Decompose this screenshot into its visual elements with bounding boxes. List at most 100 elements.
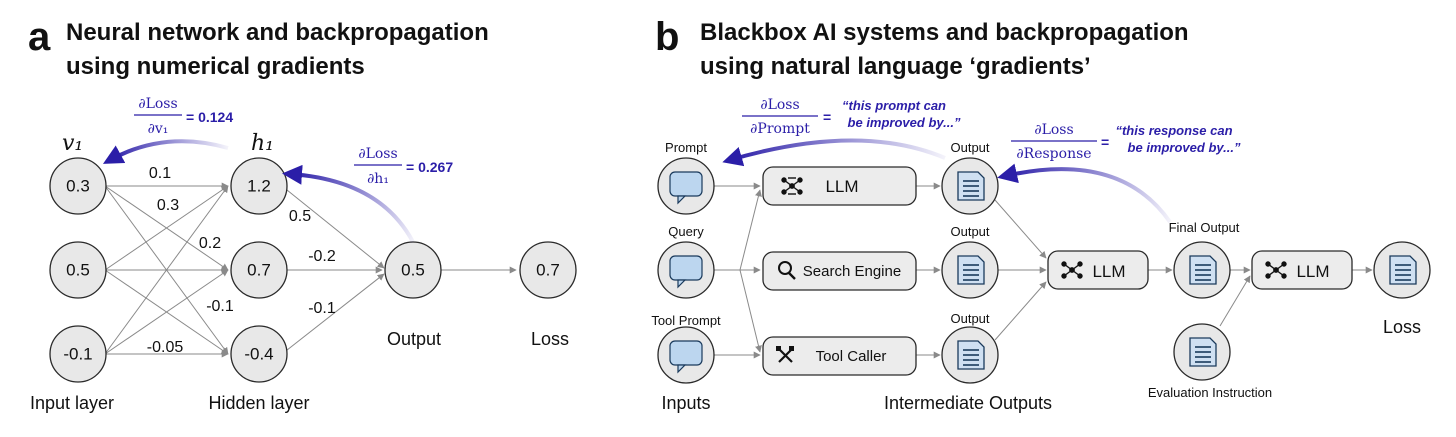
document-icon bbox=[1189, 255, 1217, 285]
gradient-arrow bbox=[997, 163, 1172, 224]
gradient-prompt-label: ∂Loss ∂Prompt = “this prompt can be impr… bbox=[742, 97, 961, 137]
input-layer-label: Input layer bbox=[30, 393, 114, 413]
speech-bubble-icon bbox=[669, 340, 703, 374]
weight-label: -0.1 bbox=[206, 298, 234, 315]
input-label: Prompt bbox=[665, 140, 707, 155]
output-label: Output bbox=[950, 224, 989, 239]
hidden-node: 1.2 bbox=[230, 157, 288, 215]
gradient-value: = 0.267 bbox=[406, 159, 453, 175]
intermediate-outputs-label: Intermediate Outputs bbox=[884, 393, 1052, 413]
input-label: Tool Prompt bbox=[651, 313, 721, 328]
weight-label: -0.2 bbox=[308, 248, 336, 265]
magnifier-icon bbox=[778, 261, 796, 280]
weight-label: 0.2 bbox=[199, 235, 221, 252]
output-label: Output bbox=[950, 311, 989, 326]
output-label: Output bbox=[387, 329, 441, 349]
fraction-numerator: ∂Loss bbox=[1034, 122, 1073, 138]
loss-output-node: Loss bbox=[1373, 241, 1431, 337]
llm-module: LLM bbox=[762, 166, 917, 206]
weight-label: 0.1 bbox=[149, 165, 171, 182]
input-node-value: 0.3 bbox=[66, 177, 90, 196]
hidden-node: 0.7 bbox=[230, 241, 288, 299]
weight-label: 0.3 bbox=[157, 197, 179, 214]
fraction-denominator: ∂h₁ bbox=[367, 171, 389, 187]
network-icon bbox=[1061, 261, 1083, 279]
prompt-input-node: Prompt bbox=[657, 140, 715, 215]
final-output-label: Final Output bbox=[1169, 220, 1240, 235]
hidden-layer-label: Hidden layer bbox=[208, 393, 309, 413]
panel-b-title-line1: Blackbox AI systems and backpropagation bbox=[700, 19, 1189, 46]
gradient-quote: be improved by...” bbox=[848, 115, 961, 130]
fraction-denominator: ∂Prompt bbox=[750, 121, 810, 137]
gradient-quote: “this response can bbox=[1115, 123, 1232, 138]
tool-caller-module: Tool Caller bbox=[762, 336, 917, 376]
loss-label: Loss bbox=[531, 329, 569, 349]
hidden-node-value: -0.4 bbox=[244, 345, 273, 364]
loss-label: Loss bbox=[1383, 317, 1421, 337]
input-label: Query bbox=[668, 224, 704, 239]
intermediate-output-node: Output bbox=[941, 140, 999, 215]
module-label: LLM bbox=[825, 177, 858, 196]
gradient-value: = 0.124 bbox=[186, 109, 233, 125]
gradient-arrow bbox=[102, 139, 229, 164]
speech-bubble-icon bbox=[669, 255, 703, 289]
equals-sign: = bbox=[823, 109, 831, 125]
hidden-node-value: 1.2 bbox=[247, 177, 271, 196]
input-node: 0.3 bbox=[49, 157, 107, 215]
h1-label: h₁ bbox=[251, 131, 274, 156]
loss-node: 0.7 bbox=[519, 241, 577, 299]
fraction-numerator: ∂Loss bbox=[358, 146, 397, 162]
input-node: -0.1 bbox=[49, 325, 107, 383]
intermediate-output-node: Output bbox=[941, 311, 999, 384]
panel-b-letter: b bbox=[655, 15, 679, 59]
fraction-numerator: ∂Loss bbox=[760, 97, 799, 113]
evaluator-llm-module: LLM bbox=[1251, 250, 1353, 290]
hidden-node: -0.4 bbox=[230, 325, 288, 383]
document-icon bbox=[1189, 337, 1217, 367]
search-engine-module: Search Engine bbox=[762, 251, 917, 291]
gradient-response-label: ∂Loss ∂Response = “this response can be … bbox=[1011, 122, 1241, 162]
pipeline-edges bbox=[712, 182, 1373, 359]
input-node-value: 0.5 bbox=[66, 261, 90, 280]
tool-prompt-input-node: Tool Prompt bbox=[651, 313, 721, 384]
weight-label: -0.05 bbox=[147, 339, 184, 356]
panel-a-title-line2: using numerical gradients bbox=[66, 53, 365, 80]
gradient-h1-label: ∂Loss ∂h₁ = 0.267 bbox=[354, 146, 453, 187]
equals-sign: = bbox=[1101, 134, 1109, 150]
input-node: 0.5 bbox=[49, 241, 107, 299]
output-node-value: 0.5 bbox=[401, 261, 425, 280]
gradient-quote: “this prompt can bbox=[842, 98, 946, 113]
input-node-value: -0.1 bbox=[63, 345, 92, 364]
network-icon bbox=[1265, 261, 1287, 279]
fraction-denominator: ∂v₁ bbox=[148, 121, 169, 137]
gradient-v1-label: ∂Loss ∂v₁ = 0.124 bbox=[134, 96, 233, 137]
weight-label: 0.5 bbox=[289, 208, 311, 225]
panel-a-title-line1: Neural network and backpropagation bbox=[66, 19, 489, 46]
document-icon bbox=[957, 340, 985, 370]
panel-a-letter: a bbox=[28, 15, 51, 59]
nn-input-hidden-edges bbox=[104, 182, 229, 358]
tools-icon bbox=[776, 346, 794, 363]
gradient-quote: be improved by...” bbox=[1128, 140, 1241, 155]
gradient-arrow bbox=[722, 138, 946, 167]
intermediate-output-node: Output bbox=[941, 224, 999, 299]
evaluation-instruction-node: Evaluation Instruction bbox=[1148, 323, 1272, 400]
document-icon bbox=[1389, 255, 1417, 285]
fraction-numerator: ∂Loss bbox=[138, 96, 177, 112]
module-label: LLM bbox=[1296, 262, 1329, 281]
nn-hidden-output-edges bbox=[281, 185, 517, 355]
evaluation-instruction-label: Evaluation Instruction bbox=[1148, 385, 1272, 400]
module-label: Tool Caller bbox=[816, 348, 887, 365]
aggregator-llm-module: LLM bbox=[1047, 250, 1149, 290]
query-input-node: Query bbox=[657, 224, 715, 299]
hidden-node-value: 0.7 bbox=[247, 261, 271, 280]
weight-label: -0.1 bbox=[308, 300, 336, 317]
gradient-arrow bbox=[282, 164, 415, 243]
module-label: LLM bbox=[1092, 262, 1125, 281]
output-label: Output bbox=[950, 140, 989, 155]
panel-b-title-line2: using natural language ‘gradients’ bbox=[700, 53, 1091, 80]
document-icon bbox=[957, 255, 985, 285]
loss-node-value: 0.7 bbox=[536, 261, 560, 280]
speech-bubble-icon bbox=[669, 171, 703, 205]
output-node: 0.5 bbox=[384, 241, 442, 299]
